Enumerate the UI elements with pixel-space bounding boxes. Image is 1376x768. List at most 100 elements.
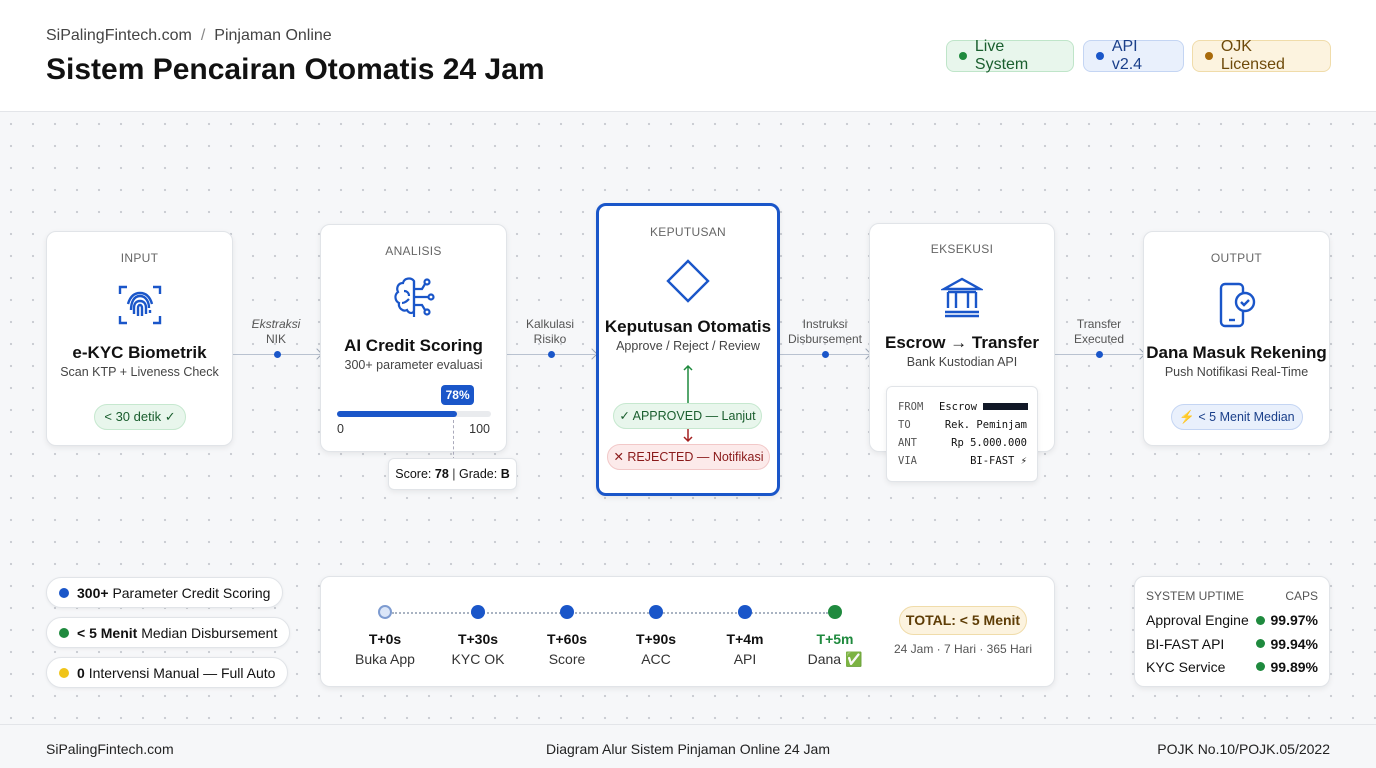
timeline-label: KYC OK <box>451 651 505 667</box>
score-percent-tag: 78% <box>441 385 475 405</box>
total-time-badge: TOTAL: < 5 Menit <box>899 606 1027 635</box>
uptime-value: 99.94% <box>1270 636 1318 652</box>
bullet-icon <box>59 667 69 678</box>
timeline-node <box>738 605 752 619</box>
step-card-scoring[interactable]: ANALISIS AI Credit Scoring 300+ paramete… <box>320 224 507 460</box>
bank-icon <box>941 277 983 318</box>
timeline-time: T+4m <box>726 631 764 647</box>
receipt-value: Rp 5.000.000 <box>951 437 1027 449</box>
stage-label: KEPUTUSAN <box>649 225 727 239</box>
uptime-caps: CAPS <box>1285 589 1318 603</box>
footer: SiPalingFintech.com Diagram Alur Sistem … <box>0 724 1376 768</box>
uptime-service: Approval Engine <box>1146 612 1249 628</box>
score-tooltip: Score: 78 | Grade: B <box>388 458 517 490</box>
step-title: Keputusan Otomatis <box>604 317 772 336</box>
stage-label: INPUT <box>120 251 159 265</box>
median-badge: ⚡ < 5 Menit Median <box>1171 404 1303 430</box>
scale-max: 100 <box>469 422 490 436</box>
badge-label: OJK Licensed <box>1220 38 1285 73</box>
step-title: AI Credit Scoring <box>344 336 483 355</box>
status-dot-icon <box>959 52 967 60</box>
timeline-label: Buka App <box>355 651 415 667</box>
arrow-up-icon <box>683 364 693 404</box>
transfer-receipt: FROM Escrow TO Rek. Peminjam ANT Rp 5.00… <box>886 386 1038 482</box>
uptime-value: 99.97% <box>1270 612 1318 628</box>
step-subtitle: 300+ parameter evaluasi <box>344 358 483 372</box>
status-dot-icon <box>1096 52 1104 60</box>
step-title: e-KYC Biometrik <box>72 343 207 362</box>
highlight-automation: 0 Intervensi Manual — Full Auto <box>46 657 289 688</box>
timeline-node <box>560 605 574 619</box>
uptime-card <box>1134 576 1330 687</box>
timeline-line <box>392 612 828 614</box>
ai-brain-icon <box>393 277 435 317</box>
highlight-scoring: 300+ Parameter Credit Scoring <box>46 577 284 608</box>
timeline-label: API <box>733 651 757 667</box>
availability-text: 24 Jam · 7 Hari · 365 Hari <box>893 642 1033 656</box>
bullet-icon <box>59 587 69 598</box>
stage-label: ANALISIS <box>385 244 442 258</box>
step-card-decision[interactable]: KEPUTUSAN Keputusan Otomatis Approve / R… <box>596 203 780 496</box>
timeline-label: ACC <box>641 651 671 667</box>
breadcrumb-site[interactable]: SiPalingFintech.com <box>46 27 192 44</box>
step-subtitle: Bank Kustodian API <box>906 355 1018 369</box>
breadcrumb: SiPalingFintech.com / Pinjaman Online <box>46 27 332 45</box>
timeline-time: T+0s <box>368 631 402 647</box>
connector-dot <box>1096 351 1103 358</box>
connector-4 <box>1055 348 1146 360</box>
timeline-node <box>471 605 485 619</box>
header: SiPalingFintech.com / Pinjaman Online Sist… <box>0 0 1376 112</box>
redacted-account <box>983 403 1028 410</box>
timeline-node <box>828 605 842 619</box>
timeline-time: T+60s <box>546 631 588 647</box>
receipt-key: FROM <box>898 401 924 413</box>
footer-regulation: POJK No.10/POJK.05/2022 <box>1157 741 1330 757</box>
uptime-title: SYSTEM UPTIME <box>1146 589 1245 603</box>
approved-status: ✓ APPROVED — Lanjut <box>613 403 762 429</box>
receipt-value: BI-FAST ⚡ <box>970 455 1027 467</box>
status-badge-ojk: OJK Licensed <box>1192 38 1331 73</box>
badge-label: Live System <box>974 38 1029 73</box>
timeline-time: T+5m <box>816 631 854 647</box>
stage-label: EKSEKUSI <box>930 242 994 256</box>
duration-badge: < 30 detik ✓ <box>94 404 186 430</box>
receipt-value: Escrow <box>939 401 977 413</box>
status-dot-icon <box>1256 662 1265 671</box>
status-dot-icon <box>1256 639 1265 648</box>
connector-1 <box>233 348 323 360</box>
uptime-service: KYC Service <box>1146 659 1226 675</box>
fingerprint-scan-icon <box>118 285 161 325</box>
connector-3 <box>780 348 872 360</box>
step-card-ekyc[interactable]: INPUT e-KYC Biometrik Scan KTP + Livenes… <box>46 231 233 446</box>
bullet-icon <box>59 627 69 638</box>
status-badge-api: API v2.4 <box>1083 38 1184 73</box>
connector-2 <box>507 348 598 360</box>
scale-min: 0 <box>337 422 344 436</box>
timeline-label: Score <box>548 651 586 667</box>
rejected-status: ✕ REJECTED — Notifikasi <box>607 444 770 470</box>
breadcrumb-separator: / <box>200 27 206 44</box>
timeline-node <box>649 605 663 619</box>
step-subtitle: Approve / Reject / Review <box>616 339 760 353</box>
footer-caption: Diagram Alur Sistem Pinjaman Online 24 J… <box>545 741 830 757</box>
score-progress-bar <box>337 411 491 417</box>
timeline-time: T+30s <box>457 631 499 647</box>
score-progress-fill <box>337 411 458 417</box>
step-card-output[interactable]: OUTPUT Dana Masuk Rekening Push Notifika… <box>1143 231 1330 446</box>
step-title: Escrow → Transfer <box>884 333 1039 352</box>
status-dot-icon <box>1256 616 1265 625</box>
timeline-node <box>378 605 392 619</box>
score-marker-line <box>453 420 454 460</box>
page-title: Sistem Pencairan Otomatis 24 Jam <box>46 53 545 86</box>
uptime-value: 99.89% <box>1270 659 1318 675</box>
step-subtitle: Push Notifikasi Real-Time <box>1164 365 1309 379</box>
uptime-service: BI-FAST API <box>1146 636 1225 652</box>
connector-dot <box>273 351 281 358</box>
breadcrumb-page[interactable]: Pinjaman Online <box>214 27 332 44</box>
step-subtitle: Scan KTP + Liveness Check <box>60 365 219 379</box>
footer-site[interactable]: SiPalingFintech.com <box>46 741 174 757</box>
